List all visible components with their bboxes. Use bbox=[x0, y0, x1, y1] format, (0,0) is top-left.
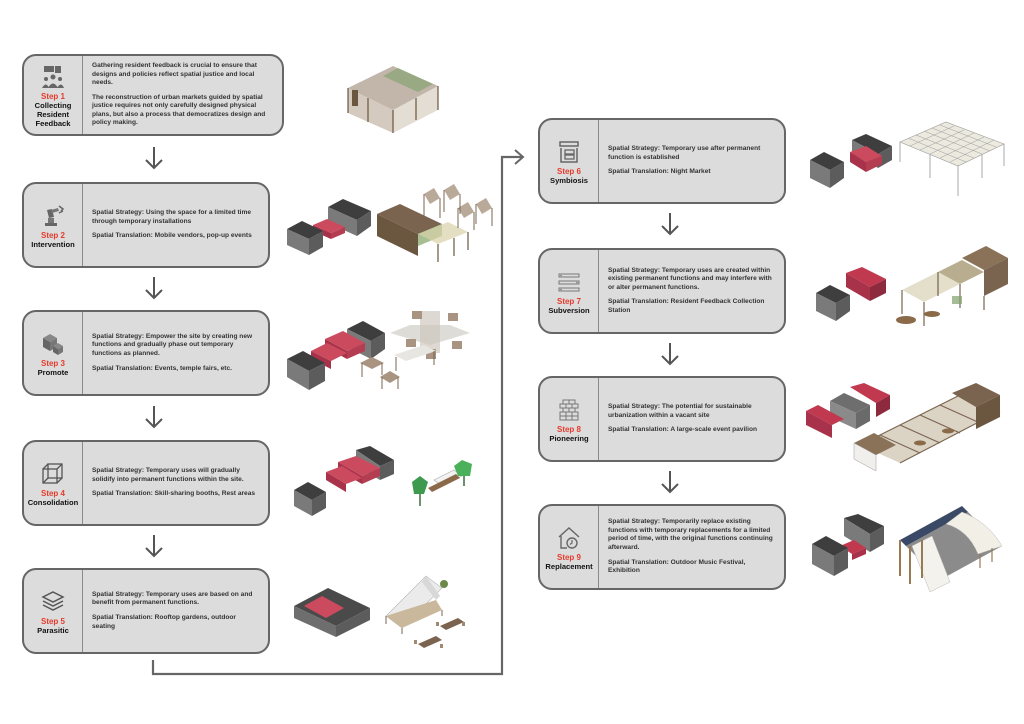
step-6-description: Spatial Strategy: Temporary use after pe… bbox=[599, 120, 784, 202]
description-paragraph: Spatial Strategy: Temporary uses will gr… bbox=[92, 467, 244, 483]
step-number: Step 4 bbox=[40, 488, 65, 498]
description-paragraph: Spatial Translation: Rooftop gardens, ou… bbox=[92, 614, 236, 630]
step-7-card: Step 7 Subversion Spatial Strategy: Temp… bbox=[538, 248, 786, 334]
arrow-down-icon bbox=[145, 535, 163, 558]
house-clock-icon bbox=[558, 526, 580, 549]
step-3-label-panel: Step 3 Promote bbox=[24, 312, 83, 394]
description-paragraph: Spatial Strategy: Temporarily replace ex… bbox=[608, 518, 773, 551]
step-number: Step 8 bbox=[556, 424, 581, 434]
description-paragraph: Spatial Strategy: Using the space for a … bbox=[92, 209, 252, 225]
step-number: Step 9 bbox=[556, 552, 581, 562]
brick-wall-icon bbox=[559, 399, 579, 420]
step-7-description: Spatial Strategy: Temporary uses are cre… bbox=[599, 250, 784, 332]
step-1-card: Step 1 Collecting Resident Feedback Gath… bbox=[22, 54, 284, 136]
people-feedback-icon bbox=[42, 65, 64, 88]
step-6-buildings-illustration bbox=[810, 134, 892, 188]
step-name-line: Subversion bbox=[548, 305, 590, 315]
step-2-mobile-vendors-illustration bbox=[377, 184, 493, 262]
step-3-description: Spatial Strategy: Empower the site by cr… bbox=[83, 312, 268, 394]
layers-icon bbox=[41, 590, 65, 611]
step-name-line: Pioneering bbox=[549, 433, 589, 443]
stacked-bars-icon bbox=[558, 273, 580, 291]
step-name-line: Feedback bbox=[35, 118, 71, 128]
description-paragraph: Spatial Translation: Skill-sharing booth… bbox=[92, 490, 256, 498]
step-number: Step 2 bbox=[40, 230, 65, 240]
step-5-card: Step 5 Parasitic Spatial Strategy: Tempo… bbox=[22, 568, 270, 654]
description-paragraph: Spatial Strategy: Temporary uses are bas… bbox=[92, 590, 253, 607]
step-name-line: Resident bbox=[36, 109, 70, 119]
step-name-line: Promote bbox=[37, 367, 69, 377]
description-paragraph: Spatial Translation: Events, temple fair… bbox=[92, 364, 232, 372]
step-6-night-market-illustration bbox=[899, 121, 1005, 196]
step-number: Step 5 bbox=[40, 616, 65, 626]
description-paragraph: Spatial Strategy: Temporary uses are cre… bbox=[608, 266, 772, 291]
step-2-description: Spatial Strategy: Using the space for a … bbox=[83, 184, 268, 266]
step-7-label-panel: Step 7 Subversion bbox=[540, 250, 599, 332]
step-1-description: Gathering resident feedback is crucial t… bbox=[83, 56, 282, 134]
step-2-buildings-illustration bbox=[287, 199, 371, 255]
step-8-description: Spatial Strategy: The potential for sust… bbox=[599, 378, 784, 460]
step-name-line: Intervention bbox=[31, 239, 75, 249]
step-name-line: Replacement bbox=[545, 561, 593, 571]
step-7-feedback-station-illustration bbox=[896, 246, 1008, 326]
step-5-label-panel: Step 5 Parasitic bbox=[24, 570, 83, 652]
step-7-buildings-illustration bbox=[816, 267, 886, 321]
nested-boxes-icon bbox=[559, 140, 579, 163]
step-name-line: Collecting bbox=[34, 100, 72, 110]
description-paragraph: Spatial Translation: Mobile vendors, pop… bbox=[92, 232, 252, 240]
step-4-rest-area-illustration bbox=[412, 460, 472, 506]
step-9-music-festival-illustration bbox=[899, 506, 1003, 593]
step-3-buildings-illustration bbox=[287, 321, 385, 390]
step-number: Step 7 bbox=[556, 296, 581, 306]
description-paragraph: Spatial Translation: Resident Feedback C… bbox=[608, 298, 765, 314]
step-name-line: Parasitic bbox=[37, 625, 69, 635]
arrow-down-icon bbox=[145, 406, 163, 429]
step-number: Step 6 bbox=[556, 166, 581, 176]
step-number: Step 3 bbox=[40, 358, 65, 368]
step-4-description: Spatial Strategy: Temporary uses will gr… bbox=[83, 442, 268, 524]
step-3-card: Step 3 Promote Spatial Strategy: Empower… bbox=[22, 310, 270, 396]
step-8-event-pavilion-illustration bbox=[853, 383, 1001, 471]
description-paragraph: The reconstruction of urban markets guid… bbox=[92, 93, 266, 127]
step-9-label-panel: Step 9 Replacement bbox=[540, 506, 599, 588]
step-8-card: Step 8 Pioneering Spatial Strategy: The … bbox=[538, 376, 786, 462]
arrow-down-icon bbox=[145, 147, 163, 170]
step-5-description: Spatial Strategy: Temporary uses are bas… bbox=[83, 570, 268, 652]
step-4-label-panel: Step 4 Consolidation bbox=[24, 442, 83, 524]
step-9-buildings-illustration bbox=[812, 514, 884, 576]
step-4-card: Step 4 Consolidation Spatial Strategy: T… bbox=[22, 440, 270, 526]
description-paragraph: Spatial Strategy: Empower the site by cr… bbox=[92, 332, 253, 357]
cubes-icon bbox=[43, 333, 63, 355]
step-9-card: Step 9 Replacement Spatial Strategy: Tem… bbox=[538, 504, 786, 590]
step-4-buildings-illustration bbox=[294, 446, 394, 516]
step-2-card: Step 2 Intervention Spatial Strategy: Us… bbox=[22, 182, 270, 268]
wireframe-cube-icon bbox=[42, 462, 63, 484]
step-5-rooftop-illustration bbox=[294, 588, 370, 637]
step-name-line: Consolidation bbox=[27, 497, 79, 507]
arrow-down-icon bbox=[661, 471, 679, 494]
arrow-down-icon bbox=[661, 343, 679, 366]
step-9-description: Spatial Strategy: Temporarily replace ex… bbox=[599, 506, 784, 588]
arrow-down-icon bbox=[145, 277, 163, 300]
description-paragraph: Spatial Translation: Outdoor Music Festi… bbox=[608, 558, 746, 575]
step-8-buildings-illustration bbox=[806, 383, 890, 438]
robot-arm-icon bbox=[45, 204, 65, 226]
step-5-outdoor-seating-illustration bbox=[385, 575, 465, 648]
arrow-down-icon bbox=[661, 213, 679, 236]
step-name-line: Symbiosis bbox=[550, 175, 588, 185]
step-6-label-panel: Step 6 Symbiosis bbox=[540, 120, 599, 202]
step-2-label-panel: Step 2 Intervention bbox=[24, 184, 83, 266]
step-1-pavilion-illustration bbox=[347, 66, 439, 133]
description-paragraph: Spatial Strategy: The potential for sust… bbox=[608, 403, 752, 419]
step-6-card: Step 6 Symbiosis Spatial Strategy: Tempo… bbox=[538, 118, 786, 204]
description-paragraph: Gathering resident feedback is crucial t… bbox=[92, 61, 257, 87]
step-8-label-panel: Step 8 Pioneering bbox=[540, 378, 599, 460]
step-number: Step 1 bbox=[40, 91, 65, 101]
description-paragraph: Spatial Translation: A large-scale event… bbox=[608, 426, 758, 434]
step-1-label-panel: Step 1 Collecting Resident Feedback bbox=[24, 56, 83, 134]
step-3-temple-fair-illustration bbox=[360, 311, 470, 389]
description-paragraph: Spatial Strategy: Temporary use after pe… bbox=[608, 145, 761, 161]
description-paragraph: Spatial Translation: Night Market bbox=[608, 168, 711, 176]
